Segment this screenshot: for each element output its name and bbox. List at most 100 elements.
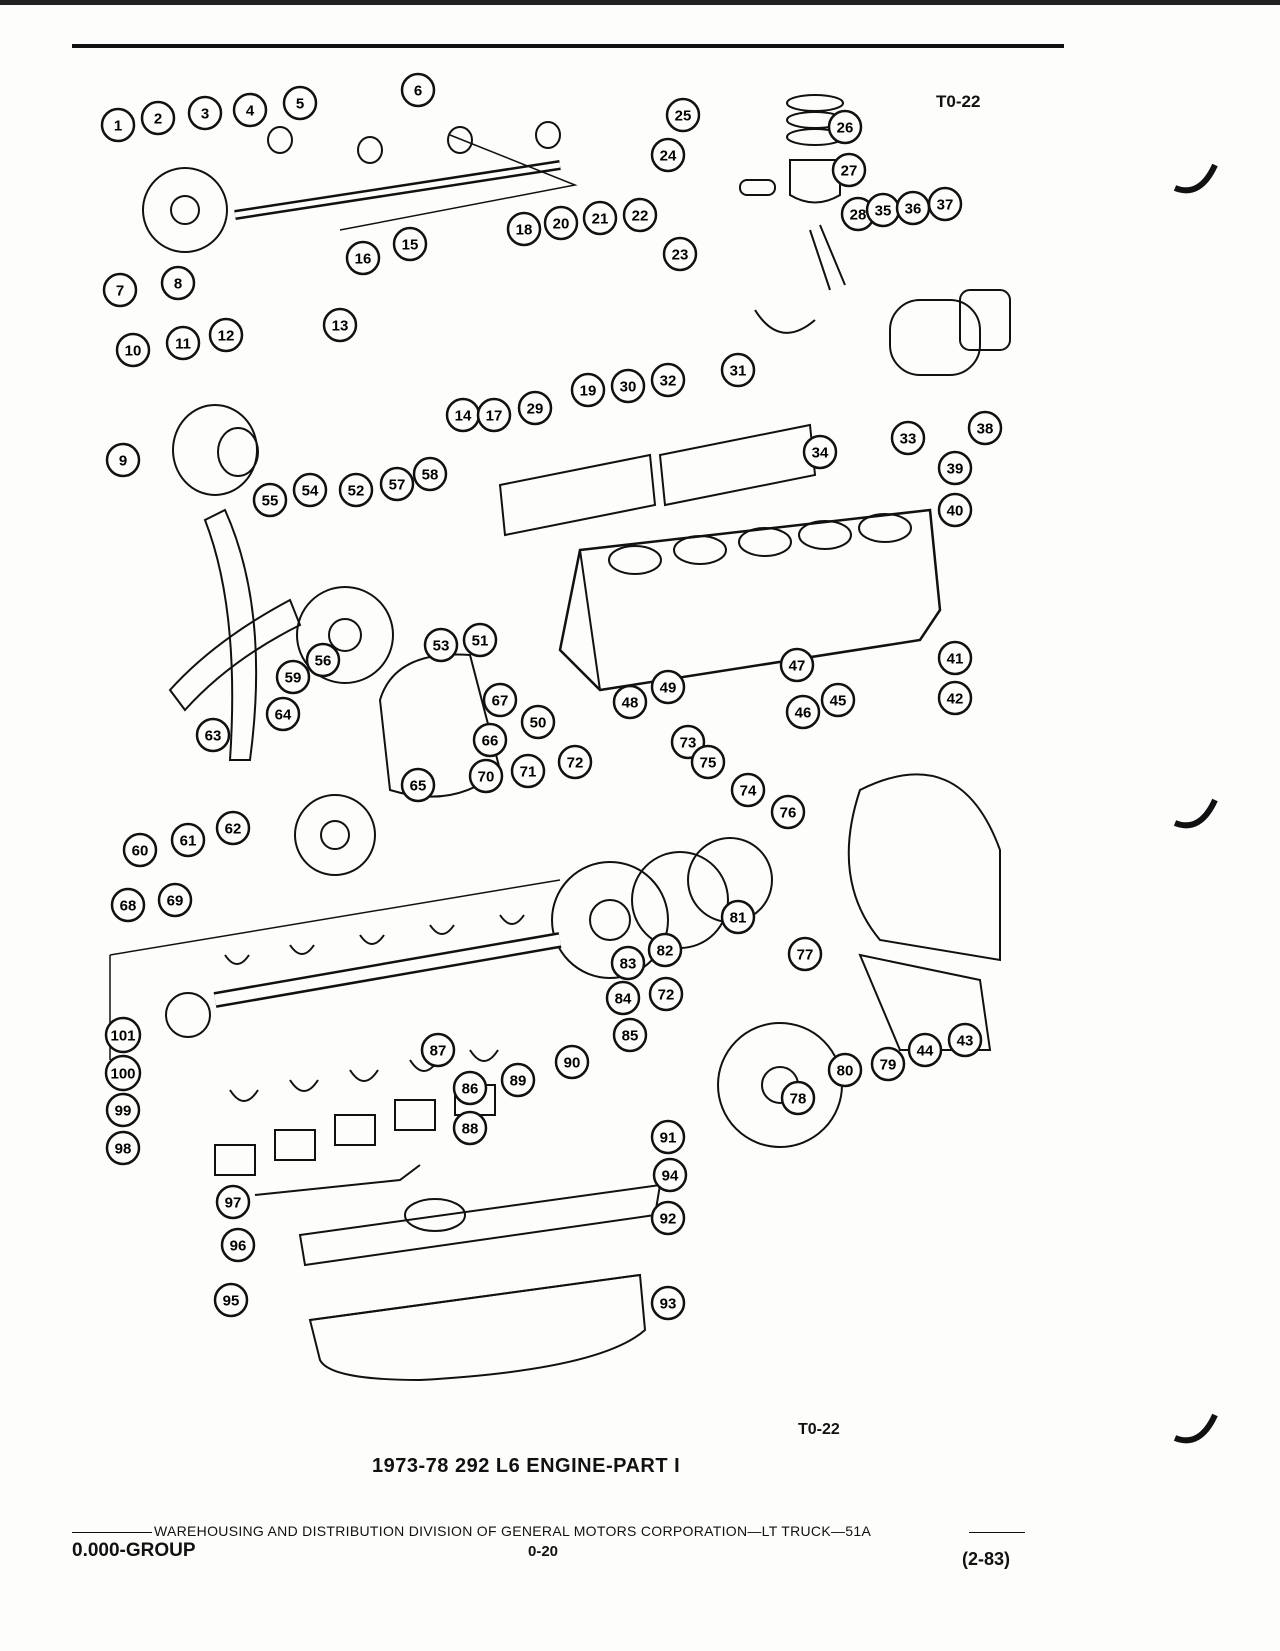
callout-1: 1 [100,107,136,143]
callout-16: 16 [345,240,381,276]
callout-label: 63 [205,728,222,745]
callout-label: 57 [389,477,406,494]
callout-label: 33 [900,431,917,448]
callout-label: 9 [119,453,127,470]
callout-label: 89 [510,1073,527,1090]
callout-18: 18 [506,211,542,247]
callout-84: 84 [605,980,641,1016]
flywheel-housing-cover [858,953,992,1051]
callout-label: 14 [455,408,472,425]
callout-78: 78 [780,1080,816,1116]
callout-label: 25 [675,108,692,125]
callout-label: 26 [837,120,854,137]
callout-21: 21 [582,200,618,236]
callout-label: 94 [662,1168,679,1185]
callout-label: 79 [880,1057,897,1074]
callout-label: 10 [125,343,142,360]
callout-9: 9 [105,442,141,478]
connecting-rod [809,224,846,291]
callout-47: 47 [779,647,815,683]
callout-15: 15 [392,226,428,262]
callout-68: 68 [110,887,146,923]
header-rule [72,44,1064,48]
callout-7: 7 [102,272,138,308]
callout-92: 92 [650,1200,686,1236]
callout-label: 15 [402,237,419,254]
part-illustrations [109,94,1011,1382]
callout-label: 85 [622,1028,639,1045]
piston-pin [739,179,776,196]
callout-label: 90 [564,1055,581,1072]
footer-page-number: 0-20 [528,1543,559,1560]
callout-label: 91 [660,1130,677,1147]
page-top-edge [0,0,1280,5]
callout-63: 63 [195,717,231,753]
callout-label: 77 [797,947,814,964]
callout-72: 72 [648,976,684,1012]
callout-5: 5 [282,85,318,121]
callout-3: 3 [187,95,223,131]
callout-label: 12 [218,328,235,345]
callout-65: 65 [400,767,436,803]
callout-86: 86 [452,1070,488,1106]
callout-66: 66 [472,722,508,758]
callout-51: 51 [462,622,498,658]
callout-96: 96 [220,1227,256,1263]
camshaft-gear [142,167,228,253]
callout-95: 95 [213,1282,249,1318]
callout-label: 100 [110,1066,135,1083]
clutch-disc [631,851,729,949]
callout-label: 65 [410,778,427,795]
callout-label: 83 [620,956,637,973]
callout-69: 69 [157,882,193,918]
callout-58: 58 [412,456,448,492]
callout-88: 88 [452,1110,488,1146]
callout-label: 52 [348,483,365,500]
callout-label: 1 [114,118,122,135]
callout-label: 96 [230,1238,247,1255]
callout-label: 38 [977,421,994,438]
callout-81: 81 [720,899,756,935]
callout-11: 11 [165,325,201,361]
callout-77: 77 [787,936,823,972]
callout-25: 25 [665,97,701,133]
callout-101: 101 [104,1016,142,1054]
callout-41: 41 [937,640,973,676]
callout-61: 61 [170,822,206,858]
callout-label: 76 [780,805,797,822]
callout-label: 6 [414,83,422,100]
callout-label: 73 [680,735,697,752]
footer-right-rule [969,1532,1025,1533]
oil-pan [308,1273,647,1382]
callout-38: 38 [967,410,1003,446]
callout-label: 51 [472,633,489,650]
callout-4: 4 [232,92,268,128]
oil-pump-screen [404,1198,466,1232]
callout-91: 91 [650,1119,686,1155]
callout-label: 3 [201,106,209,123]
callout-85: 85 [612,1017,648,1053]
callout-49: 49 [650,669,686,705]
callout-45: 45 [820,682,856,718]
binder-mark-2 [1173,798,1218,829]
callout-label: 34 [812,445,829,462]
callout-label: 84 [615,991,632,1008]
camshaft-bracket-line [339,134,578,231]
callout-label: 60 [132,843,149,860]
callout-label: 95 [223,1293,240,1310]
callout-74: 74 [730,772,766,808]
callout-label: 72 [658,987,675,1004]
callout-label: 99 [115,1103,132,1120]
callout-33: 33 [890,420,926,456]
callout-59: 59 [275,659,311,695]
callout-label: 97 [225,1195,242,1212]
callout-20: 20 [543,205,579,241]
callout-44: 44 [907,1032,943,1068]
callout-72: 72 [557,744,593,780]
callout-24: 24 [650,137,686,173]
callout-37: 37 [927,186,963,222]
callout-label: 101 [110,1028,135,1045]
callout-97: 97 [215,1184,251,1220]
callout-label: 54 [302,483,319,500]
footer-division-label: WAREHOUSING AND DISTRIBUTION DIVISION OF… [154,1523,872,1539]
